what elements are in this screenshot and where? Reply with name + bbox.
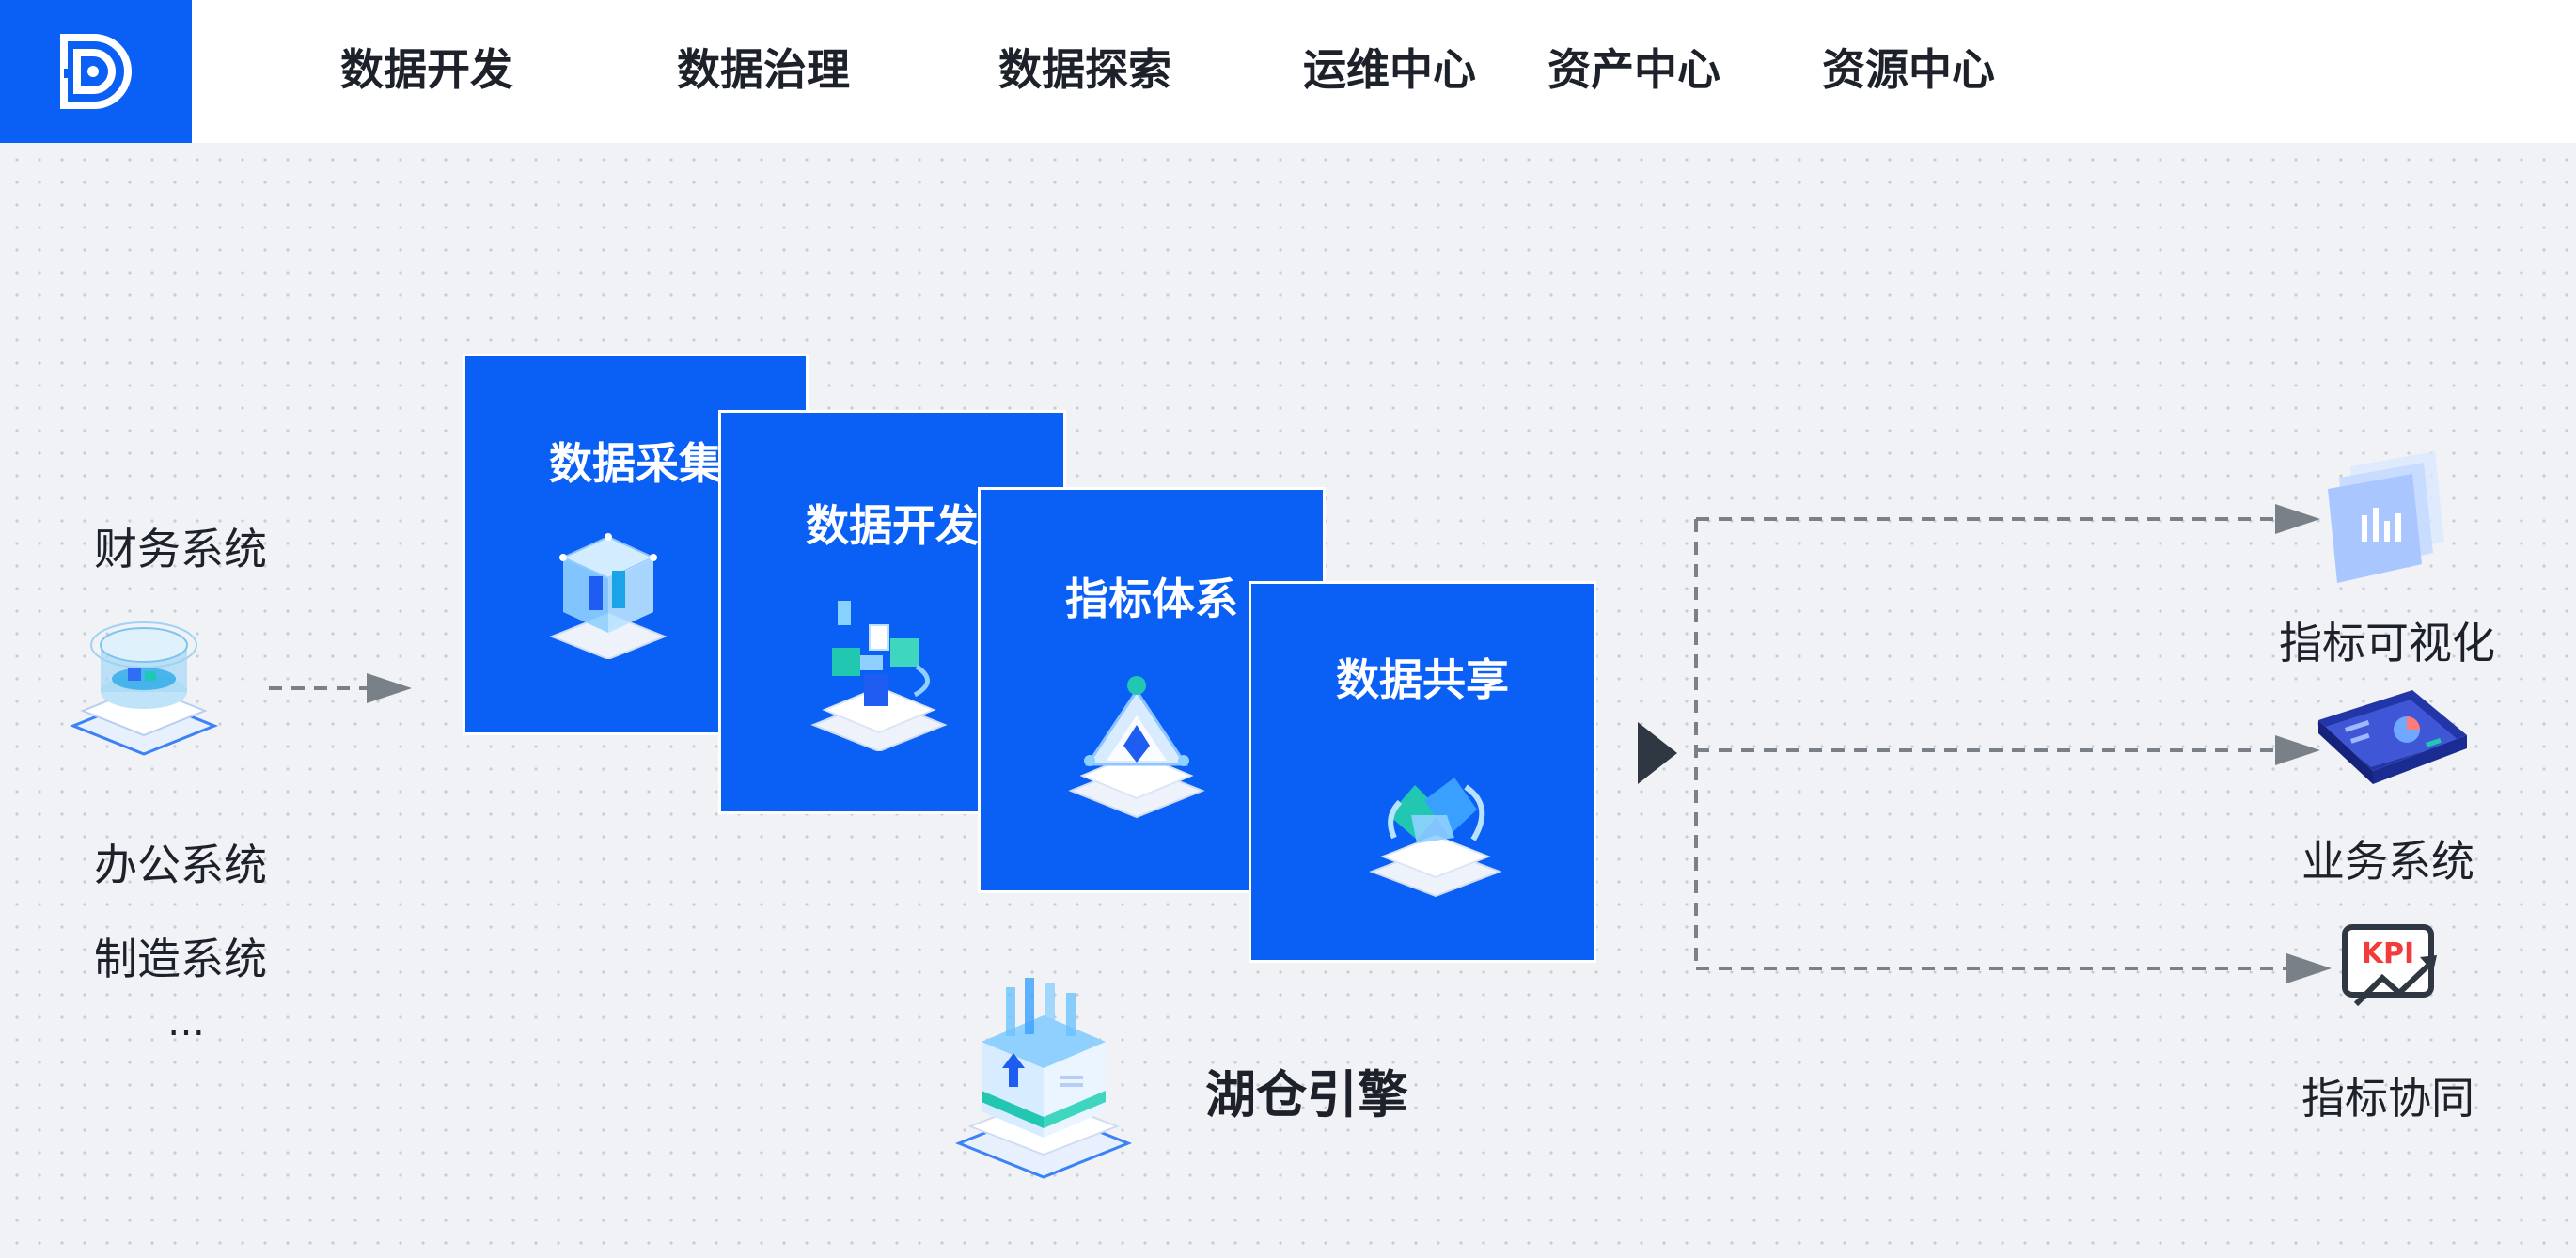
- chart-panel-icon: [2328, 451, 2444, 583]
- handshake-platform-icon: [1369, 778, 1502, 898]
- output-kpi-collaboration-label: 指标协同: [2301, 1073, 2474, 1124]
- kpi-badge-text: KPI: [2362, 937, 2414, 970]
- nav-item-asset-center[interactable]: 资产中心: [1547, 44, 1720, 95]
- output-visualization-label: 指标可视化: [2279, 618, 2495, 668]
- source-finance-label: 财务系统: [94, 524, 267, 574]
- pyramid-platform-icon: [1068, 676, 1205, 819]
- play-triangle-icon: [1638, 722, 1677, 784]
- source-to-pipeline-arrow: [269, 673, 412, 703]
- source-manufacturing-label: 制造系统: [94, 934, 267, 984]
- nav-item-data-exploration[interactable]: 数据探索: [998, 44, 1171, 95]
- dashboard-board-icon: [2318, 690, 2467, 784]
- stage-title-data-sharing: 数据共享: [1336, 654, 1509, 705]
- nav-item-resource-center[interactable]: 资源中心: [1822, 44, 1995, 95]
- stage-title-indicator-system: 指标体系: [1065, 574, 1238, 624]
- output-connector-lines: [1694, 504, 2332, 983]
- stage-card-data-sharing[interactable]: 数据共享: [1249, 581, 1596, 963]
- kpi-trend-icon: KPI: [2342, 924, 2437, 1007]
- source-office-label: 办公系统: [94, 840, 267, 890]
- nav-item-data-development[interactable]: 数据开发: [340, 44, 513, 95]
- blocks-platform-icon: [810, 601, 948, 751]
- nav-item-data-governance[interactable]: 数据治理: [677, 44, 850, 95]
- cube-platform-icon: [549, 533, 668, 659]
- top-nav-bar: 数据开发 数据治理 数据探索 运维中心 资产中心 资源中心: [0, 0, 2576, 143]
- stage-title-development: 数据开发: [806, 500, 979, 551]
- database-platform-icon: [69, 621, 219, 756]
- source-more-ellipsis: …: [167, 1001, 205, 1045]
- output-business-system-label: 业务系统: [2301, 836, 2474, 887]
- data-d-logo-icon[interactable]: [0, 0, 192, 143]
- engine-label: 湖仓引擎: [1205, 1065, 1408, 1124]
- stage-title-collection: 数据采集: [549, 438, 722, 489]
- nav-item-operations-center[interactable]: 运维中心: [1303, 44, 1476, 95]
- lakehouse-box-icon: [954, 978, 1133, 1179]
